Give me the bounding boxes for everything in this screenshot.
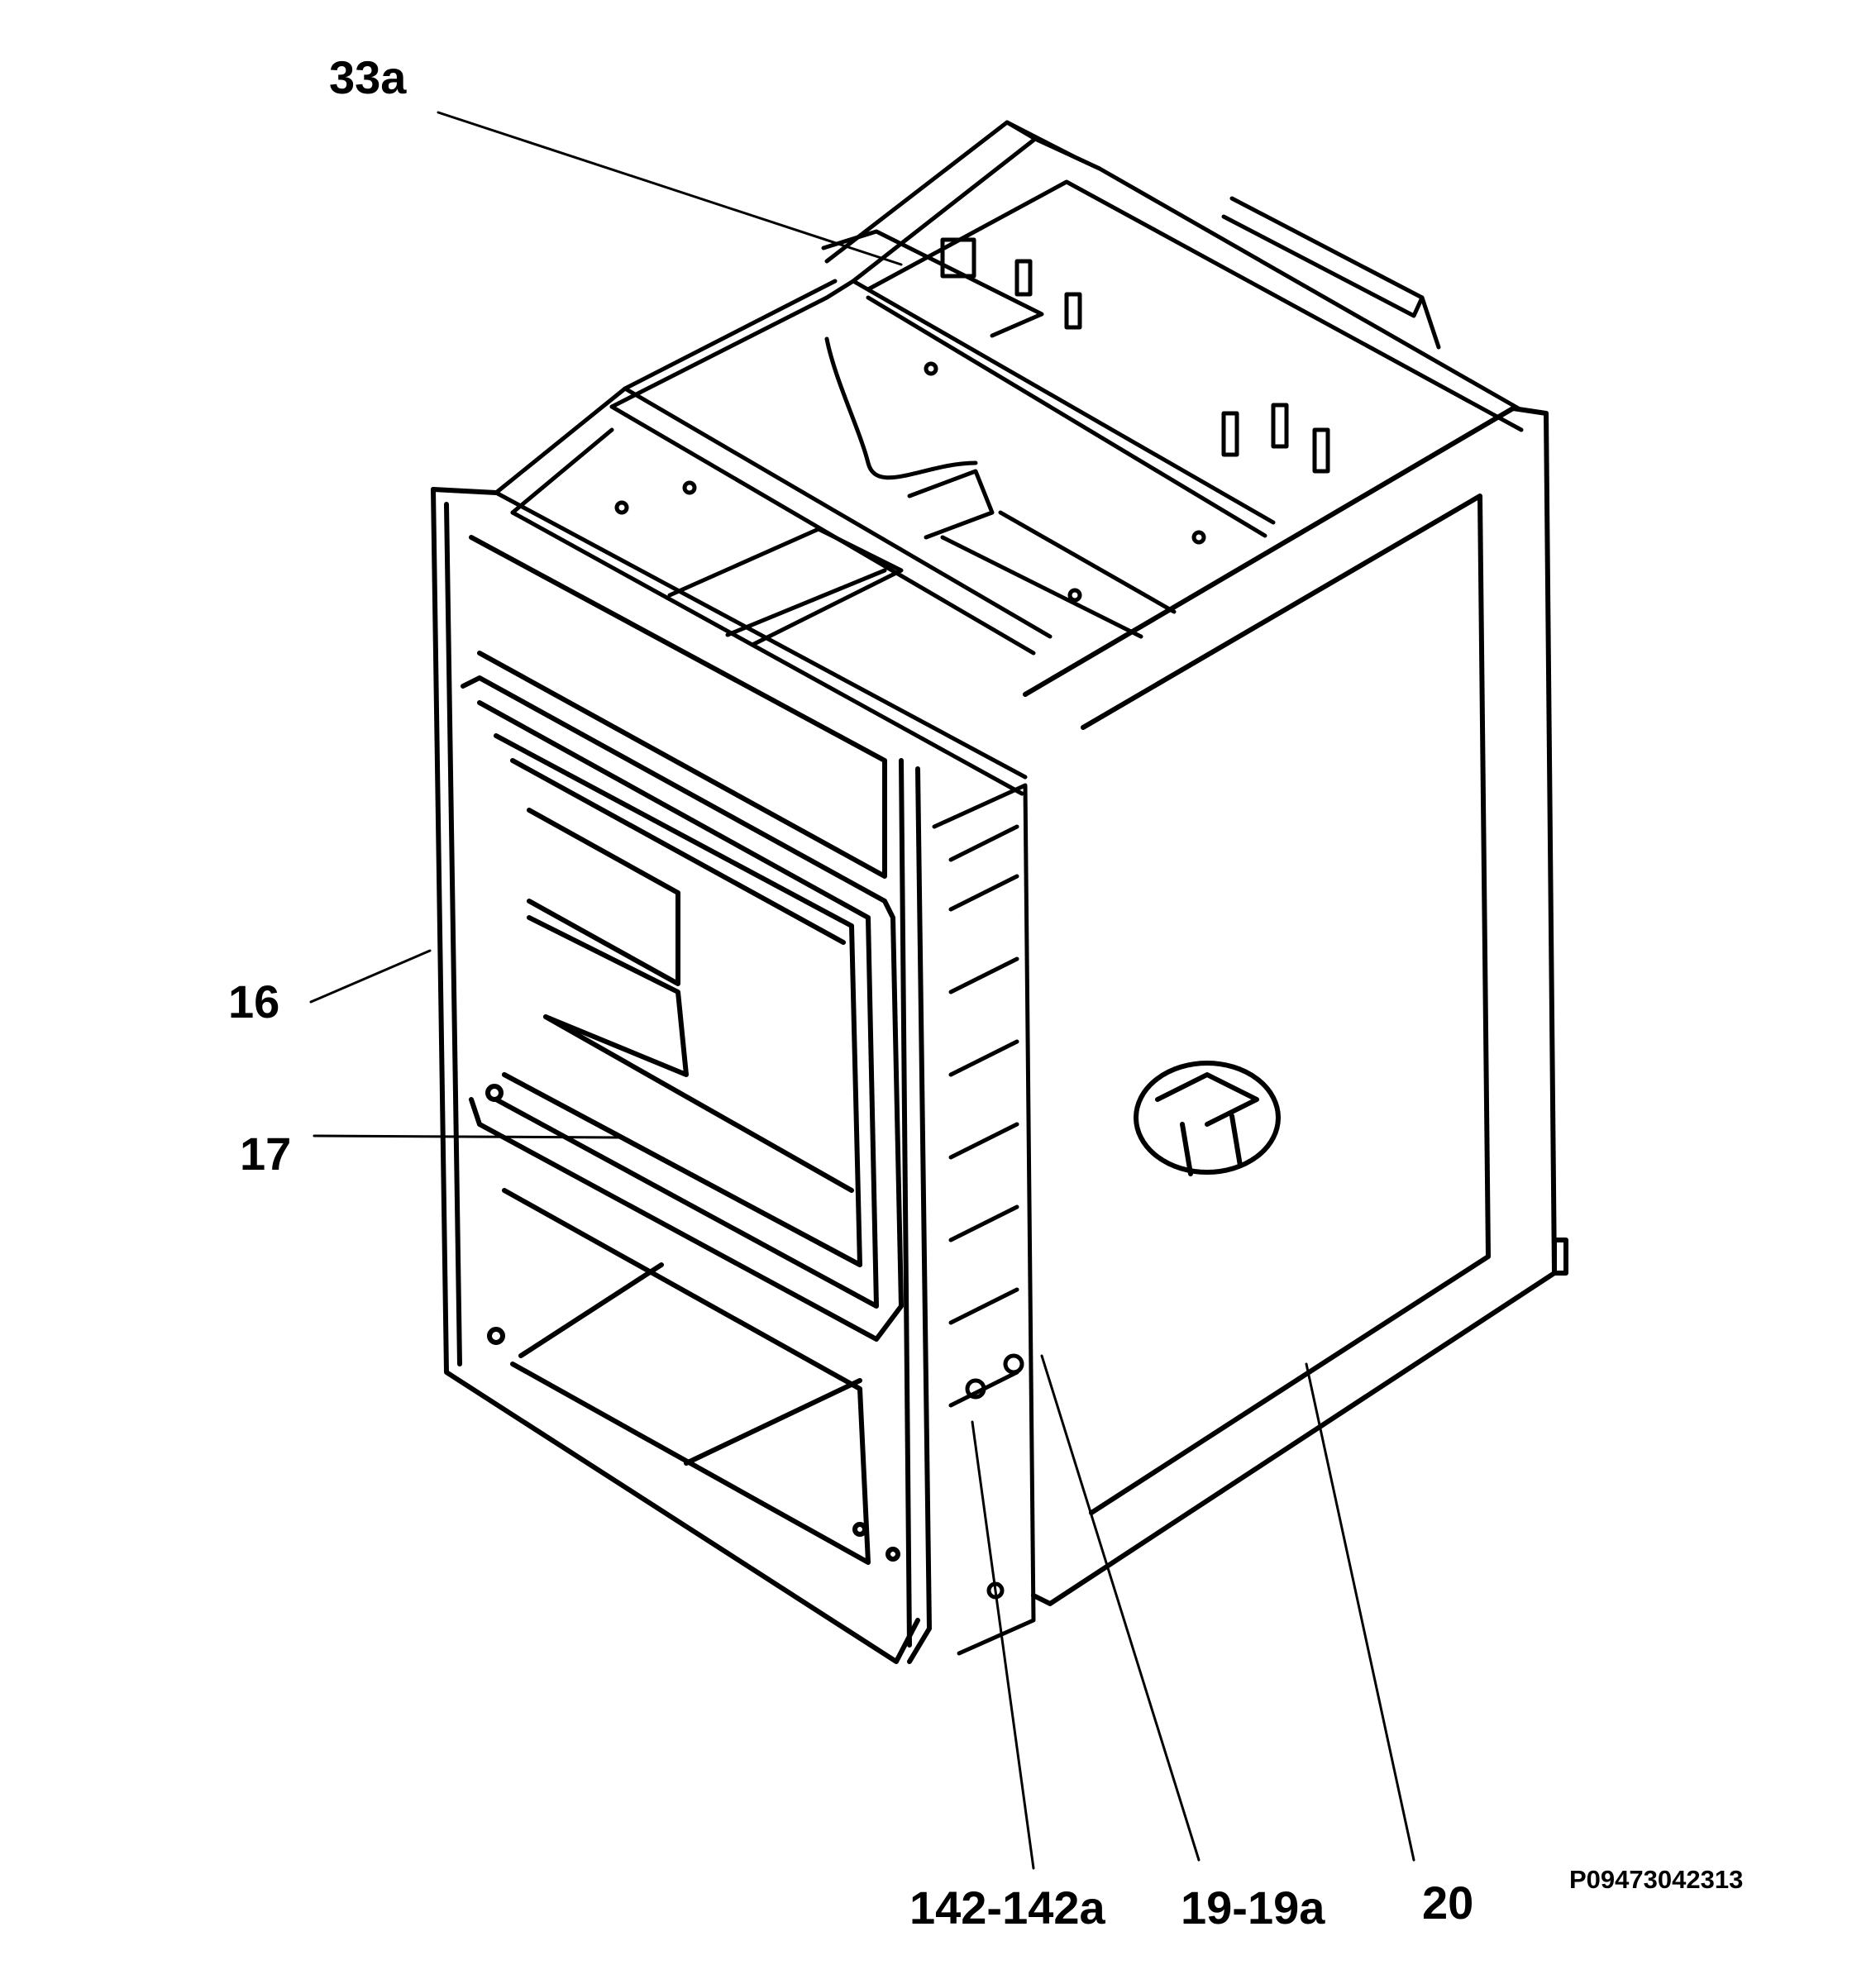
side-panel <box>1023 406 1568 1606</box>
document-code: P09473042313 <box>1569 1865 1744 1894</box>
callout-20: 20 <box>1422 1877 1474 1929</box>
leader-16 <box>309 949 432 1004</box>
front-frame <box>431 487 932 1664</box>
callout-17: 17 <box>240 1128 292 1180</box>
callout-16: 16 <box>228 975 280 1028</box>
leader-142 <box>971 1420 1035 1870</box>
leader-20 <box>1305 1362 1415 1862</box>
top-frame <box>494 120 1524 796</box>
callout-33a: 33a <box>329 51 407 103</box>
leader-19 <box>1040 1354 1201 1862</box>
leader-lines <box>309 111 1415 1870</box>
callout-142-142a: 142-142a <box>909 1881 1105 1934</box>
leader-17 <box>313 1134 622 1139</box>
leader-33a <box>437 111 903 266</box>
side-rails <box>932 783 1036 1656</box>
callout-19-19a: 19-19a <box>1181 1881 1325 1934</box>
